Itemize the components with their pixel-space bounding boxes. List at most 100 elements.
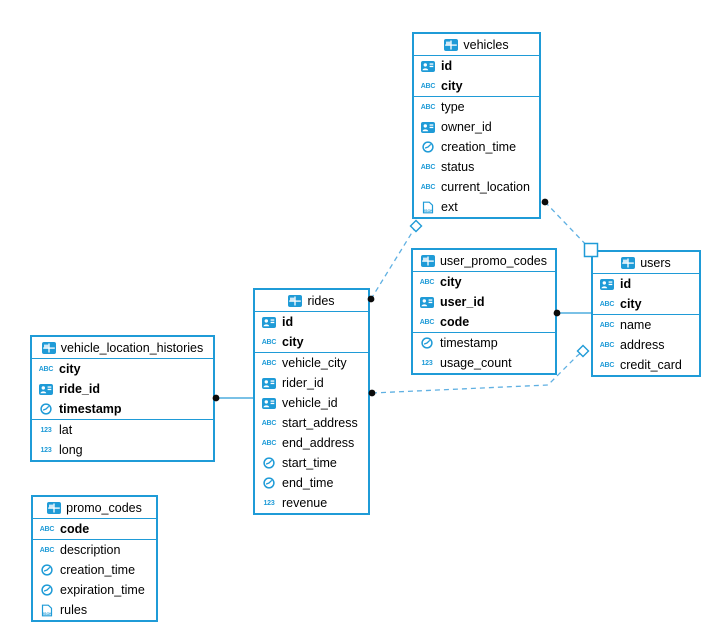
column-label: lat bbox=[59, 423, 73, 437]
column-label: rules bbox=[60, 603, 88, 617]
table-icon bbox=[47, 501, 62, 514]
column-row-city[interactable]: ABC city bbox=[255, 332, 368, 352]
column-row-creation_time[interactable]: creation_time bbox=[414, 137, 539, 157]
table-icon bbox=[41, 341, 56, 354]
abc-icon: ABC bbox=[599, 361, 615, 369]
column-row-user_id[interactable]: user_id bbox=[413, 292, 555, 312]
column-row-timestamp[interactable]: timestamp bbox=[32, 399, 213, 419]
abc-icon: ABC bbox=[599, 300, 615, 308]
columns-section: ABC description creation_time expiration_ti… bbox=[33, 539, 156, 620]
column-type-icon-slot: 123 bbox=[418, 360, 436, 367]
column-row-ride_id[interactable]: ride_id bbox=[32, 379, 213, 399]
column-type-icon-slot bbox=[260, 316, 278, 328]
column-type-icon-slot: ABC bbox=[260, 339, 278, 346]
column-row-end_time[interactable]: end_time bbox=[255, 473, 368, 493]
column-label: code bbox=[440, 315, 470, 329]
column-row-id[interactable]: id bbox=[255, 312, 368, 332]
column-row-rider_id[interactable]: rider_id bbox=[255, 373, 368, 393]
column-type-icon-slot: ABC bbox=[598, 362, 616, 369]
column-label: owner_id bbox=[441, 120, 492, 134]
relationship-line-vehicles-rides[interactable] bbox=[370, 225, 417, 300]
column-label: start_time bbox=[282, 456, 337, 470]
table-title: user_promo_codes bbox=[439, 253, 547, 268]
column-row-code[interactable]: ABC code bbox=[33, 519, 156, 539]
table-header-users[interactable]: users bbox=[593, 252, 699, 274]
table-header-promo_codes[interactable]: promo_codes bbox=[33, 497, 156, 519]
abc-icon: ABC bbox=[261, 338, 277, 346]
table-header-vehicle_location_histories[interactable]: vehicle_location_histories bbox=[32, 337, 213, 359]
column-type-icon-slot: JSON bbox=[419, 201, 437, 214]
column-row-city[interactable]: ABC city bbox=[593, 294, 699, 314]
column-label: city bbox=[282, 335, 304, 349]
table-title: vehicles bbox=[463, 37, 509, 52]
column-label: vehicle_id bbox=[282, 396, 338, 410]
column-type-icon-slot: ABC bbox=[38, 526, 56, 533]
column-label: description bbox=[60, 543, 121, 557]
column-row-timestamp[interactable]: timestamp bbox=[413, 333, 555, 353]
id-card-icon bbox=[420, 296, 434, 308]
column-label: vehicle_city bbox=[282, 356, 347, 370]
abc-icon: ABC bbox=[261, 359, 277, 367]
column-row-type[interactable]: ABC type bbox=[414, 97, 539, 117]
table-header-vehicles[interactable]: vehicles bbox=[414, 34, 539, 56]
table-icon bbox=[420, 254, 435, 267]
column-label: ride_id bbox=[59, 382, 100, 396]
table-title: users bbox=[640, 255, 671, 270]
column-row-owner_id[interactable]: owner_id bbox=[414, 117, 539, 137]
column-row-start_time[interactable]: start_time bbox=[255, 453, 368, 473]
table-icon bbox=[444, 38, 459, 51]
column-label: start_address bbox=[282, 416, 358, 430]
column-type-icon-slot bbox=[419, 121, 437, 133]
column-row-creation_time[interactable]: creation_time bbox=[33, 560, 156, 580]
table-icon bbox=[621, 256, 636, 269]
column-type-icon-slot: ABC bbox=[419, 104, 437, 111]
id-card-icon bbox=[421, 60, 435, 72]
column-type-icon-slot bbox=[260, 397, 278, 409]
column-label: credit_card bbox=[620, 358, 682, 372]
column-row-credit_card[interactable]: ABC credit_card bbox=[593, 355, 699, 375]
column-row-id[interactable]: id bbox=[414, 56, 539, 76]
column-row-description[interactable]: ABC description bbox=[33, 540, 156, 560]
column-label: timestamp bbox=[440, 336, 498, 350]
column-label: type bbox=[441, 100, 465, 114]
column-label: code bbox=[60, 522, 90, 536]
id-card-icon bbox=[262, 397, 276, 409]
abc-icon: ABC bbox=[39, 546, 55, 554]
column-row-expiration_time[interactable]: expiration_time bbox=[33, 580, 156, 600]
column-row-vehicle_city[interactable]: ABC vehicle_city bbox=[255, 353, 368, 373]
relationship-line-vehicles-users[interactable] bbox=[544, 201, 592, 251]
table-header-rides[interactable]: rides bbox=[255, 290, 368, 312]
column-row-vehicle_id[interactable]: vehicle_id bbox=[255, 393, 368, 413]
table-header-user_promo_codes[interactable]: user_promo_codes bbox=[413, 250, 555, 272]
column-label: city bbox=[620, 297, 642, 311]
column-label: current_location bbox=[441, 180, 530, 194]
column-type-icon-slot bbox=[419, 60, 437, 72]
column-label: creation_time bbox=[60, 563, 136, 577]
column-row-id[interactable]: id bbox=[593, 274, 699, 294]
